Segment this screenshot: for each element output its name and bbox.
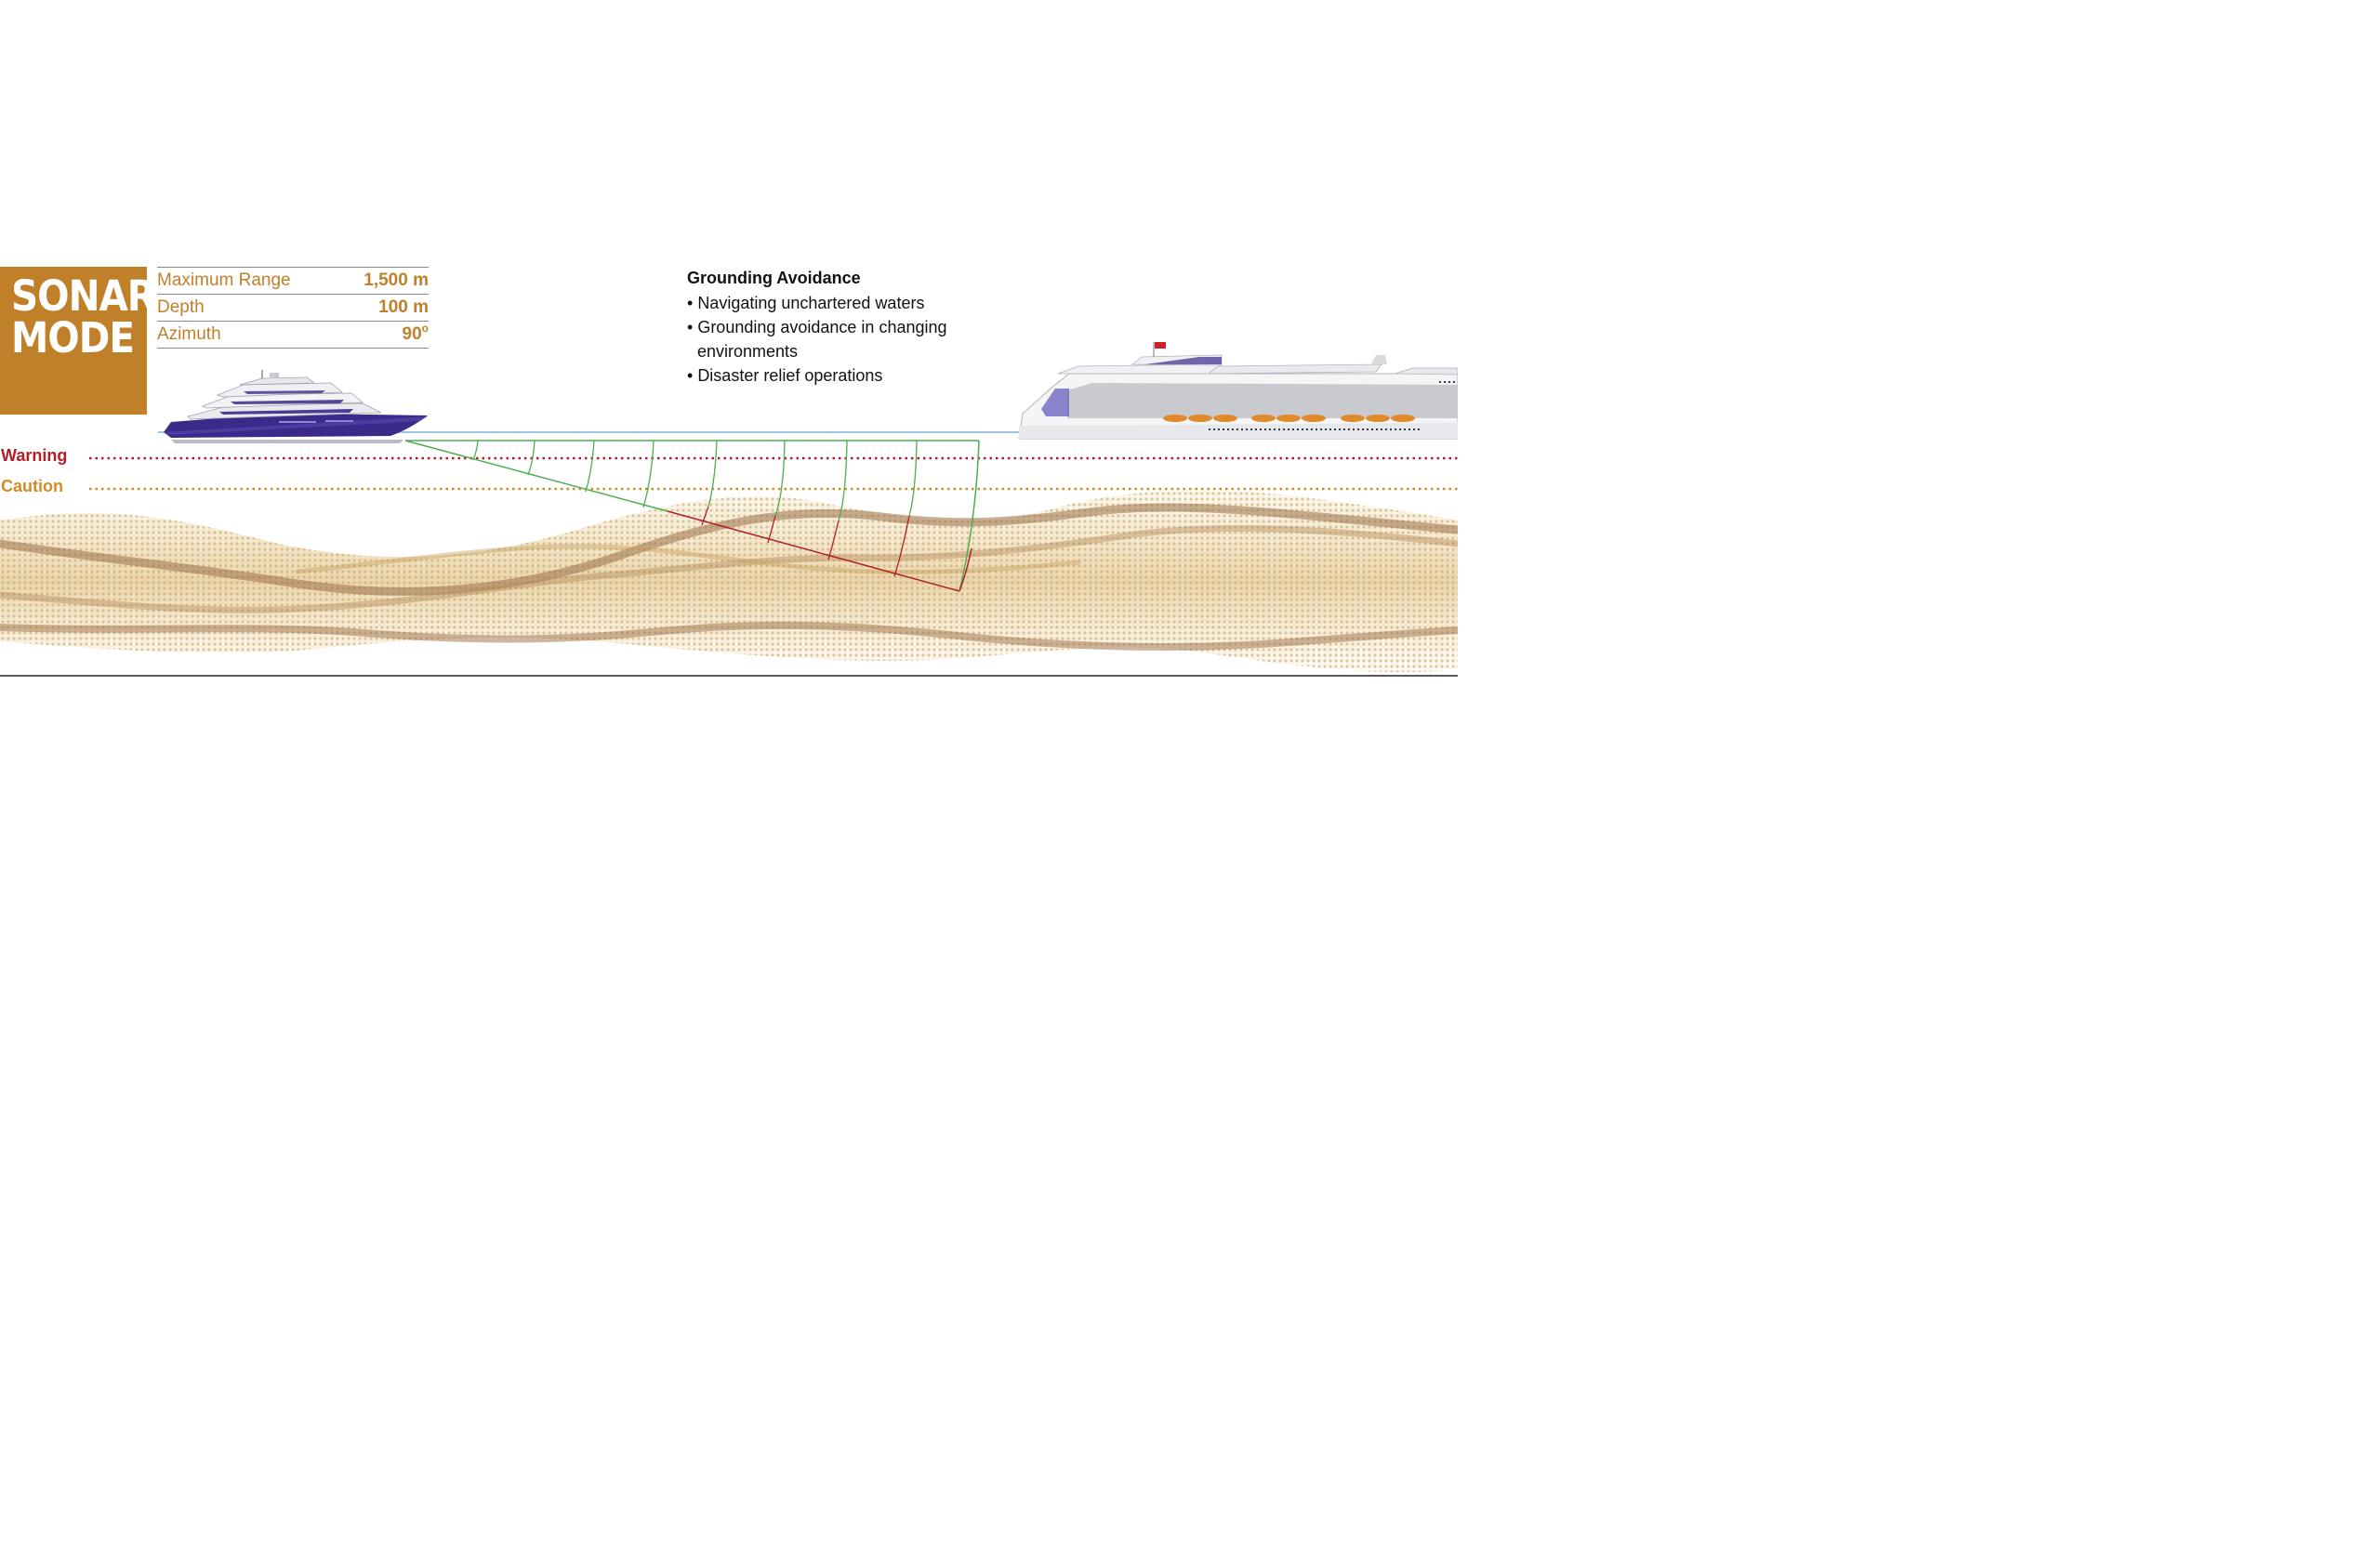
spec-value: 1,500 m: [364, 270, 429, 290]
warning-label: Warning: [1, 446, 68, 465]
sonar-beam: [404, 440, 980, 592]
spec-label: Depth: [157, 297, 205, 317]
mode-title-line1: SONAR: [11, 271, 156, 321]
beam-outer-arc: [959, 440, 980, 592]
beam-lower-edge-safe: [404, 440, 668, 512]
yacht-icon: [164, 370, 428, 443]
info-item-text: Grounding avoidance in changing: [697, 318, 947, 336]
sonar-mode-badge: [0, 267, 147, 415]
azimuth-number: 90: [402, 324, 422, 344]
beam-arc: [707, 440, 718, 507]
beam-arc-alert: [701, 506, 709, 526]
mode-title-line2: MODE: [11, 313, 135, 362]
info-list: • Navigating unchartered waters • Ground…: [687, 291, 947, 388]
caution-label: Caution: [1, 477, 63, 495]
beam-arc: [472, 440, 479, 461]
info-title: Grounding Avoidance: [687, 269, 861, 287]
cruise-ship-icon: [1018, 342, 1458, 440]
beam-arc-alert: [893, 515, 910, 577]
info-item-text: Navigating unchartered waters: [697, 294, 925, 312]
spec-label: Maximum Range: [157, 270, 291, 290]
beam-arc: [585, 440, 595, 493]
beam-arc-alert: [827, 520, 840, 560]
sonar-mode-title: SONAR MODE: [11, 271, 156, 362]
seabed: [0, 490, 1458, 673]
spec-table: Maximum Range 1,500 m Depth 100 m Azimut…: [157, 267, 429, 349]
beam-outer-arc-alert: [959, 547, 972, 592]
beam-arc: [908, 440, 918, 517]
spec-row-max-range: Maximum Range 1,500 m: [157, 267, 429, 294]
spec-value: 100 m: [378, 297, 429, 317]
spec-value-azimuth: 90o: [402, 322, 429, 345]
beam-arc: [774, 440, 786, 517]
sonar-scene: [0, 342, 1458, 677]
spec-label: Azimuth: [157, 324, 221, 344]
spec-row-azimuth: Azimuth 90o: [157, 321, 429, 349]
grounding-avoidance-info: Grounding Avoidance • Navigating unchart…: [687, 267, 947, 388]
info-item-text-cont: environments: [697, 342, 799, 361]
spec-row-depth: Depth 100 m: [157, 294, 429, 321]
beam-lower-edge-alert: [667, 510, 960, 592]
beam-arc-alert: [767, 515, 776, 544]
beam-arc: [838, 440, 848, 521]
beam-arc: [642, 440, 654, 508]
info-item: • Navigating unchartered waters: [687, 294, 925, 312]
info-item: • Disaster relief operations: [687, 366, 883, 385]
beam-arc: [527, 440, 536, 476]
degree-symbol: o: [421, 322, 429, 335]
info-item-text: Disaster relief operations: [697, 366, 883, 385]
